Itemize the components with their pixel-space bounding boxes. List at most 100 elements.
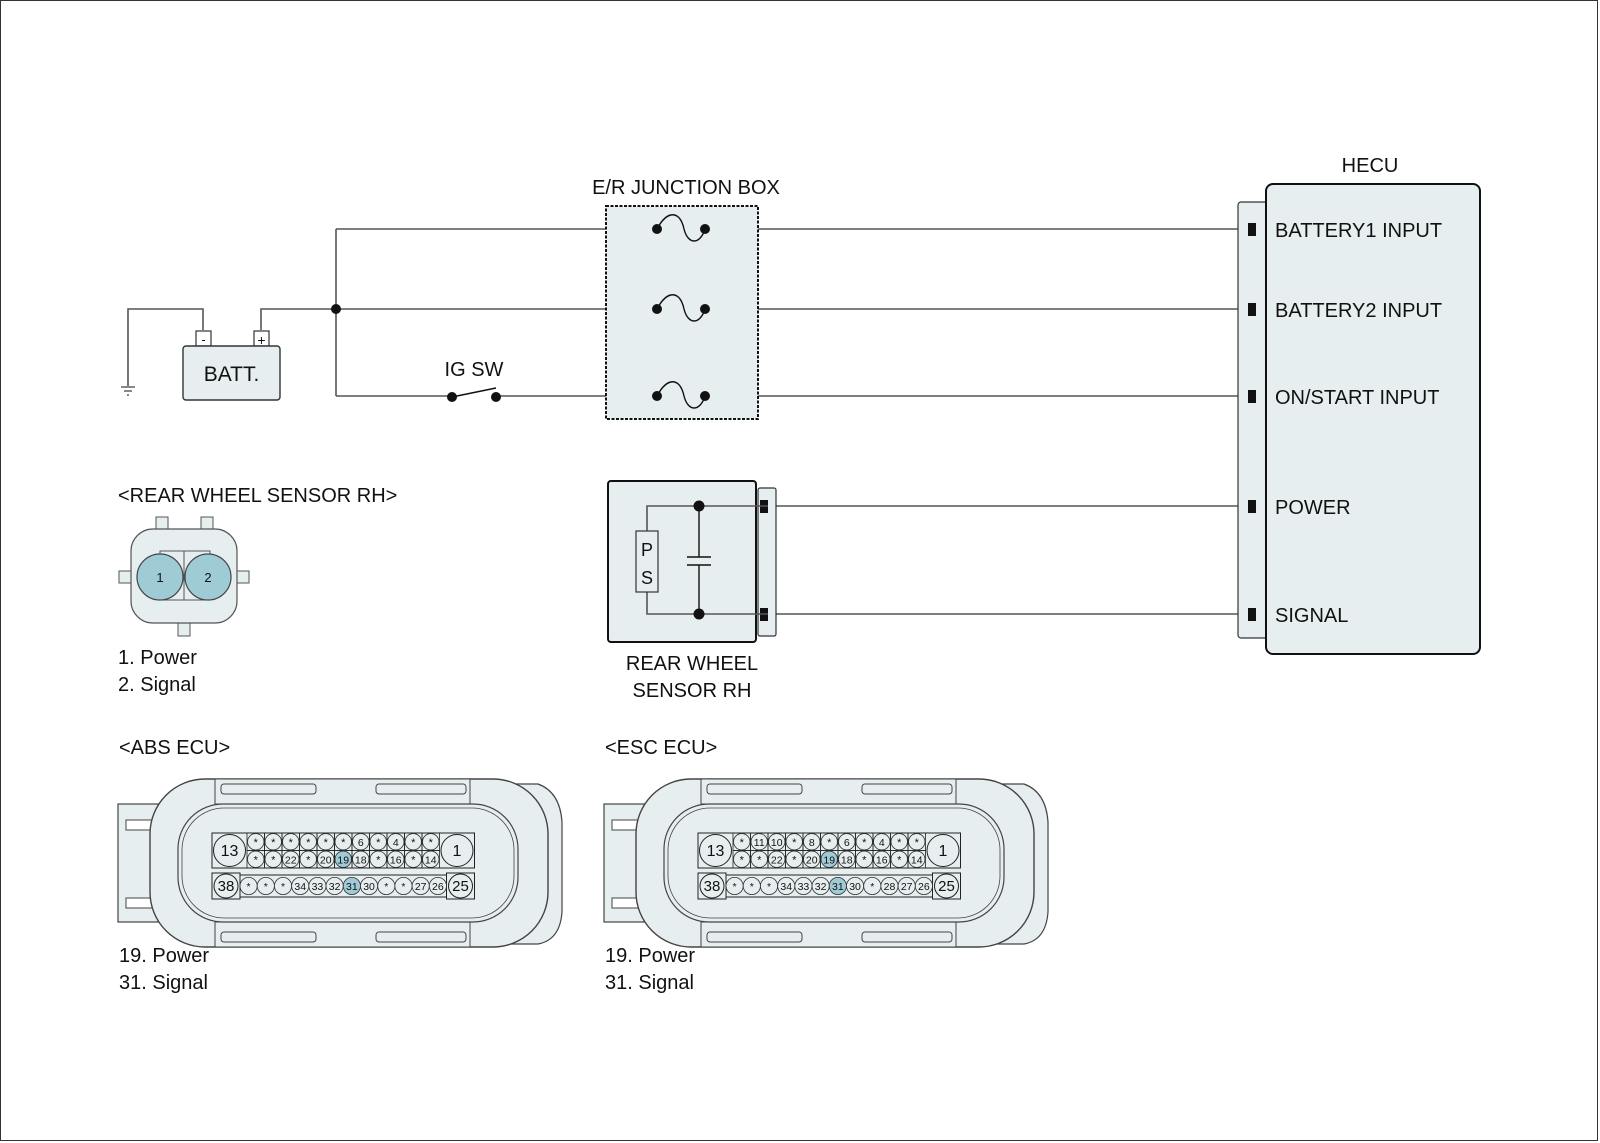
abs-ecu-pin-label: * [384, 881, 388, 893]
esc-ecu-pin-10 [768, 833, 786, 851]
abs-ecu-pin-13 [213, 834, 246, 867]
esc-ecu-pin-label: * [862, 854, 867, 866]
esc-ecu-pin-label: 32 [815, 881, 827, 893]
abs-ecu-pin-26 [428, 876, 447, 896]
abs-ecu-pin-unused [264, 850, 282, 868]
abs-ecu-pin-label: * [281, 881, 285, 893]
esc-ecu-pin-label: * [792, 854, 797, 866]
esc-ecu-pin-label: 27 [901, 881, 913, 893]
fuse-1-icon [652, 214, 710, 242]
esc-ecu-pin-unused [785, 833, 803, 851]
abs-ecu-pin-18 [352, 850, 370, 868]
esc-ecu-pin-label: 28 [884, 881, 896, 893]
abs-ecu-pin-label: * [411, 837, 416, 849]
abs-ecu-pin-4 [387, 833, 405, 851]
esc-ecu-pin-unused [908, 833, 926, 851]
esc-ecu-pin-label: * [757, 854, 762, 866]
junction-box-title: E/R JUNCTION BOX [592, 177, 780, 199]
esc-ecu-pin-label: 30 [849, 881, 861, 893]
esc-ecu-pin-label: 22 [771, 854, 783, 866]
abs-ecu-pin-unused [334, 833, 352, 851]
esc-ecu-pin-label: 31 [832, 881, 844, 893]
esc-ecu-pin-label: * [740, 837, 745, 849]
sensor-connector-pin-1 [136, 553, 184, 601]
fuse-3-icon [652, 381, 710, 409]
ground-icon [121, 386, 135, 396]
abs-ecu-pin-unused [422, 833, 440, 851]
esc-ecu-pin-unused [750, 850, 768, 868]
abs-ecu-pin-unused [264, 833, 282, 851]
esc-ecu-pin-label: 11 [754, 837, 765, 849]
abs-ecu-legend-1: 19. Power [119, 945, 209, 967]
abs-ecu-pin-label: 33 [312, 881, 324, 893]
esc-ecu-pin-label: 38 [704, 878, 721, 895]
battery-positive-wire [260, 308, 336, 330]
esc-ecu-pin-label: 16 [876, 854, 888, 866]
abs-ecu-pin-label: * [306, 837, 311, 849]
esc-ecu-pin-label: * [827, 837, 832, 849]
abs-ecu-pin-unused [299, 833, 317, 851]
esc-ecu-pin-19 [820, 850, 838, 868]
esc-ecu-pin-unused [820, 833, 838, 851]
abs-ecu-pin-label: 22 [285, 854, 297, 866]
hecu-pin-power: POWER [1275, 497, 1351, 519]
abs-ecu-pin-38 [213, 873, 239, 899]
junction-dot [331, 304, 341, 314]
ig-switch-label: IG SW [445, 359, 504, 381]
abs-ecu-pin-unused [404, 850, 422, 868]
esc-ecu-pin-38 [699, 873, 725, 899]
esc-ecu-pin-label: 26 [918, 881, 930, 893]
abs-ecu-pin-label: * [306, 854, 311, 866]
sensor-element-p: P [641, 540, 653, 560]
abs-ecu-pin-label: * [376, 854, 381, 866]
rear-sensor-connector: <REAR WHEEL SENSOR RH> 1 2 1. Power 2. S… [118, 485, 397, 696]
abs-ecu-pin-label: 6 [358, 837, 364, 849]
esc-ecu-pin-label: 33 [798, 881, 810, 893]
sensor-title-line2: SENSOR RH [633, 680, 752, 702]
abs-ecu-pin-label: 13 [221, 843, 239, 860]
hecu-pin-signal: SIGNAL [1275, 605, 1348, 627]
esc-ecu-pin-11 [750, 833, 768, 851]
esc-ecu-pin-label: 34 [780, 881, 792, 893]
abs-ecu-pin-22 [282, 850, 300, 868]
abs-ecu-pin-unused [317, 833, 335, 851]
esc-ecu-pin-14 [908, 850, 926, 868]
esc-ecu-pin-label: * [897, 837, 902, 849]
esc-ecu-pin-unused [785, 850, 803, 868]
abs-ecu-pin-label: 32 [329, 881, 341, 893]
esc-ecu-pin-label: 8 [809, 837, 815, 849]
abs-ecu-pin-6 [352, 833, 370, 851]
esc-ecu-pin-unused [855, 833, 873, 851]
abs-ecu-pin-16 [387, 850, 405, 868]
battery-negative-terminal: - [201, 332, 205, 347]
esc-ecu-pin-unused [733, 850, 751, 868]
esc-ecu-pin-label: 4 [879, 837, 885, 849]
esc-ecu-pin-unused [855, 850, 873, 868]
abs-ecu-legend-2: 31. Signal [119, 972, 208, 994]
abs-ecu-pin-label: * [341, 837, 346, 849]
abs-ecu-pin-label: 38 [218, 878, 235, 895]
esc-ecu-pin-label: * [733, 881, 737, 893]
esc-ecu-pin-label: * [792, 837, 797, 849]
abs-ecu-pin-label: * [254, 837, 259, 849]
esc-ecu-pin-label: * [750, 881, 754, 893]
esc-ecu-pin-label: * [862, 837, 867, 849]
abs-ecu-pin-unused [369, 850, 387, 868]
sensor-element-icon [635, 530, 659, 593]
abs-ecu-pin-label: 14 [425, 854, 437, 866]
abs-ecu-pin-label: * [401, 881, 405, 893]
abs-ecu-pin-unused [299, 850, 317, 868]
abs-ecu-pin-unused [369, 833, 387, 851]
abs-ecu-pin-label: 20 [320, 854, 332, 866]
esc-ecu-pin-label: 1 [939, 843, 948, 860]
junction-box: E/R JUNCTION BOX [592, 177, 780, 420]
esc-ecu-legend-2: 31. Signal [605, 972, 694, 994]
abs-ecu-pin-label: 26 [432, 881, 444, 893]
esc-ecu-pin-label: * [915, 837, 920, 849]
esc-ecu-pin-label: 20 [806, 854, 818, 866]
abs-ecu-pin-label: * [271, 854, 276, 866]
abs-ecu-pin-label: 18 [355, 854, 367, 866]
esc-ecu-pin-16 [873, 850, 891, 868]
